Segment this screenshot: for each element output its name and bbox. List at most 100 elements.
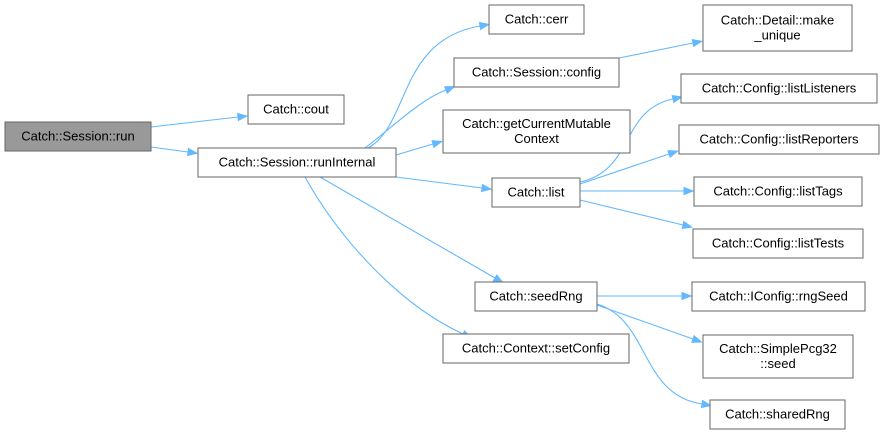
node-sharedRng[interactable]: Catch::sharedRng bbox=[709, 399, 846, 430]
node-box bbox=[680, 73, 878, 104]
node-box bbox=[453, 57, 620, 88]
edge-list-to-listTests bbox=[579, 199, 694, 229]
edge-arrowhead bbox=[691, 38, 704, 48]
node-label: Catch::Config::listTags bbox=[713, 184, 843, 199]
edge-seedRng-to-rngSeed bbox=[597, 291, 693, 301]
node-box bbox=[678, 124, 880, 155]
node-box bbox=[474, 281, 598, 312]
node-box bbox=[692, 228, 864, 259]
node-label: Catch::seedRng bbox=[489, 289, 582, 304]
edge-line bbox=[319, 176, 496, 279]
node-box bbox=[693, 176, 863, 207]
node-run[interactable]: Catch::Session::run bbox=[4, 121, 152, 152]
node-box bbox=[4, 121, 152, 152]
node-label: Catch::list bbox=[507, 185, 564, 200]
edge-line bbox=[579, 199, 684, 226]
edges bbox=[150, 21, 713, 409]
edge-runInternal-to-config bbox=[364, 86, 456, 149]
edge-config-to-make_unique bbox=[618, 38, 704, 59]
node-box bbox=[702, 334, 854, 379]
edge-line bbox=[618, 42, 694, 59]
node-listListeners[interactable]: Catch::Config::listListeners bbox=[680, 73, 878, 104]
edge-arrowhead bbox=[480, 183, 493, 193]
edge-line bbox=[364, 89, 447, 149]
node-pcgSeed[interactable]: Catch::SimplePcg32::seed bbox=[702, 334, 854, 379]
edge-runInternal-to-cerr bbox=[367, 21, 491, 149]
edge-line bbox=[395, 176, 483, 189]
node-box bbox=[691, 281, 866, 312]
node-make_unique[interactable]: Catch::Detail::make_unique bbox=[702, 4, 853, 52]
edge-line bbox=[579, 153, 670, 185]
node-box bbox=[491, 177, 581, 208]
node-label: Catch::Config::listReporters bbox=[700, 132, 859, 147]
node-label: Catch::Context::setConfig bbox=[462, 341, 610, 356]
node-box bbox=[197, 147, 397, 178]
edge-arrowhead bbox=[431, 140, 443, 149]
node-seedRng[interactable]: Catch::seedRng bbox=[474, 281, 598, 312]
edge-runInternal-to-setConfig bbox=[304, 176, 473, 339]
edge-runInternal-to-getCurrentMutableContext bbox=[395, 140, 443, 156]
node-cout[interactable]: Catch::cout bbox=[247, 94, 345, 125]
node-box bbox=[247, 94, 345, 125]
node-label: Catch::getCurrentMutable bbox=[462, 116, 611, 131]
edge-line bbox=[150, 146, 189, 153]
edge-arrowhead bbox=[443, 86, 456, 95]
node-rngSeed[interactable]: Catch::IConfig::rngSeed bbox=[691, 281, 866, 312]
node-list[interactable]: Catch::list bbox=[491, 177, 581, 208]
node-label: Catch::cout bbox=[263, 102, 329, 117]
node-label: Catch::Session::run bbox=[21, 129, 134, 144]
node-label: Catch::sharedRng bbox=[725, 407, 830, 422]
edge-list-to-listReporters bbox=[579, 150, 679, 185]
edge-line bbox=[304, 176, 464, 335]
node-label: Context bbox=[514, 131, 559, 146]
edge-seedRng-to-sharedRng bbox=[596, 303, 713, 409]
edge-arrowhead bbox=[492, 274, 504, 284]
node-label: _unique bbox=[753, 28, 800, 43]
edge-list-to-listTags bbox=[580, 186, 695, 196]
node-setConfig[interactable]: Catch::Context::setConfig bbox=[442, 333, 630, 364]
edge-line bbox=[395, 143, 434, 156]
node-label: Catch::Session::runInternal bbox=[219, 155, 376, 170]
node-label: Catch::Config::listTests bbox=[712, 236, 845, 251]
edge-line bbox=[367, 25, 481, 149]
edge-run-to-cout bbox=[150, 112, 249, 128]
node-listReporters[interactable]: Catch::Config::listReporters bbox=[678, 124, 880, 155]
edge-arrowhead bbox=[683, 186, 695, 196]
node-box bbox=[442, 109, 631, 154]
node-cerr[interactable]: Catch::cerr bbox=[488, 4, 585, 35]
edge-arrowhead bbox=[671, 94, 684, 104]
edge-line bbox=[596, 303, 703, 405]
node-config[interactable]: Catch::Session::config bbox=[453, 57, 620, 88]
edge-arrowhead bbox=[478, 21, 491, 31]
edge-arrowhead bbox=[691, 334, 703, 343]
edge-line bbox=[596, 304, 694, 340]
node-label: Catch::Session::config bbox=[472, 65, 601, 80]
node-runInternal[interactable]: Catch::Session::runInternal bbox=[197, 147, 397, 178]
node-label: ::seed bbox=[760, 356, 795, 371]
node-label: Catch::SimplePcg32 bbox=[719, 341, 837, 356]
edge-arrowhead bbox=[186, 147, 199, 157]
node-box bbox=[709, 399, 846, 430]
node-box bbox=[488, 4, 585, 35]
edge-arrowhead bbox=[237, 112, 249, 122]
node-listTests[interactable]: Catch::Config::listTests bbox=[692, 228, 864, 259]
edge-line bbox=[150, 116, 239, 128]
edge-seedRng-to-pcgSeed bbox=[596, 304, 703, 343]
edge-arrowhead bbox=[681, 220, 694, 229]
edge-runInternal-to-seedRng bbox=[319, 176, 504, 284]
node-listTags[interactable]: Catch::Config::listTags bbox=[693, 176, 863, 207]
node-label: Catch::Config::listListeners bbox=[702, 81, 857, 96]
edge-arrowhead bbox=[667, 150, 679, 159]
edge-arrowhead bbox=[700, 399, 713, 409]
node-label: Catch::IConfig::rngSeed bbox=[709, 289, 848, 304]
node-box bbox=[702, 4, 853, 52]
edge-arrowhead bbox=[681, 291, 693, 301]
node-label: Catch::cerr bbox=[505, 12, 569, 27]
edge-run-to-runInternal bbox=[150, 146, 199, 157]
node-label: Catch::Detail::make bbox=[721, 13, 834, 28]
nodes: Catch::Session::runCatch::coutCatch::Ses… bbox=[4, 4, 880, 430]
edge-runInternal-to-list bbox=[395, 176, 493, 193]
